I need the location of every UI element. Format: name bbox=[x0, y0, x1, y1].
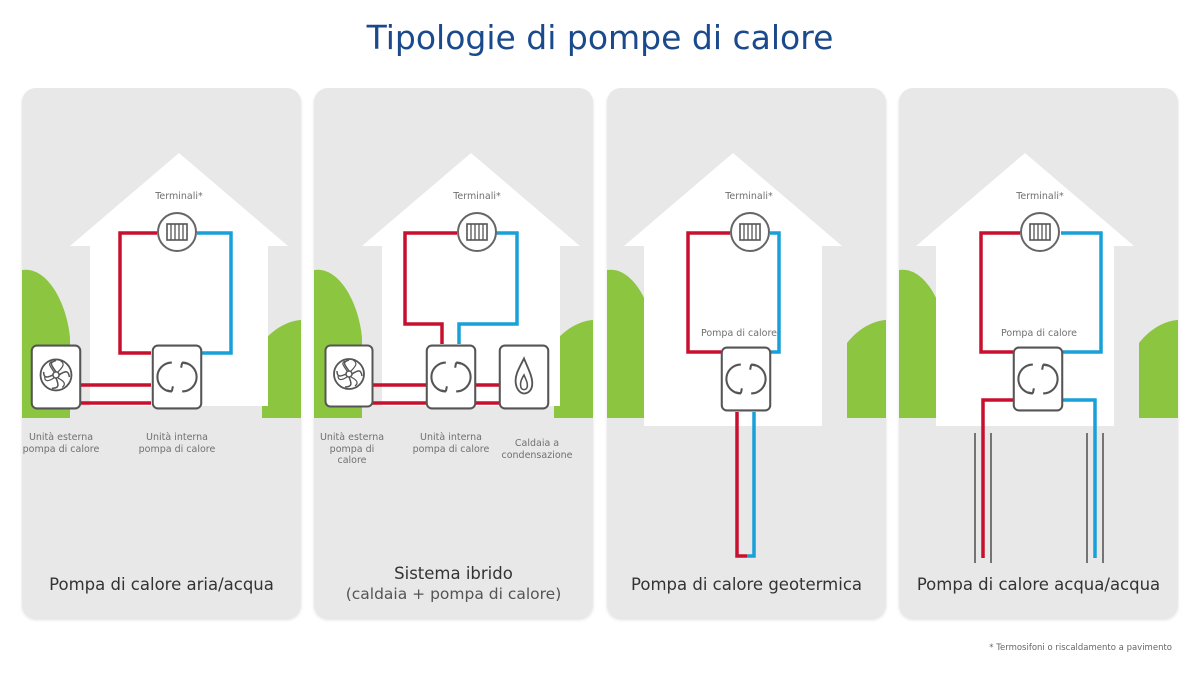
radiator-icon bbox=[457, 212, 497, 252]
heat-pump-icon bbox=[425, 344, 477, 410]
cold-pipe-loop bbox=[457, 231, 519, 344]
heat-pump-icon bbox=[1012, 346, 1064, 412]
hot-pipe-loop bbox=[118, 231, 157, 355]
panel-water-water: Terminali* Pompa di calore Pompa di calo… bbox=[899, 88, 1178, 618]
hot-pipe-loop bbox=[979, 231, 1020, 354]
fan-unit-icon bbox=[30, 344, 82, 410]
fan-unit-icon bbox=[324, 344, 374, 408]
house-outline bbox=[362, 153, 580, 406]
page-title: Tipologie di pompe di calore bbox=[366, 18, 834, 57]
hill-right bbox=[847, 320, 886, 418]
indoor-unit-label: Unità interna pompa di calore bbox=[412, 432, 490, 455]
hill-right bbox=[262, 320, 301, 418]
panel-air-water: Terminali* Unità esterna pompa di calore… bbox=[22, 88, 301, 618]
outdoor-unit-label: Unità esterna pompa di calore bbox=[22, 432, 100, 455]
ground-loop-cold bbox=[747, 412, 756, 558]
radiator-icon bbox=[157, 212, 197, 252]
cold-pipe-loop bbox=[770, 231, 781, 354]
house-outline bbox=[70, 153, 288, 406]
hill-right bbox=[1139, 320, 1178, 418]
panel-geothermal: Terminali* Pompa di calore Pompa di calo… bbox=[607, 88, 886, 618]
cold-pipe-loop bbox=[197, 231, 233, 355]
house-outline bbox=[624, 153, 842, 426]
well-pipe-cold bbox=[1063, 398, 1097, 558]
outdoor-unit-label: Unità esterna pompa di calore bbox=[319, 432, 385, 466]
caption-title: Sistema ibrido bbox=[394, 564, 513, 583]
caption: Pompa di calore geotermica bbox=[630, 575, 863, 594]
radiator-icon bbox=[730, 212, 770, 252]
caption: Pompa di calore acqua/acqua bbox=[916, 575, 1161, 594]
heat-pump-icon bbox=[720, 346, 772, 412]
panel-hybrid: Terminali* Unità esterna pompa di calore… bbox=[314, 88, 593, 618]
hill-left bbox=[899, 269, 947, 418]
caption: Pompa di calore aria/acqua bbox=[49, 575, 274, 594]
house-outline bbox=[916, 153, 1134, 426]
hill-right bbox=[554, 320, 593, 418]
footnote: * Termosifoni o riscaldamento a paviment… bbox=[989, 643, 1172, 653]
radiator-icon bbox=[1020, 212, 1060, 252]
terminal-label: Terminali* bbox=[725, 191, 773, 202]
cold-pipe-loop bbox=[1061, 231, 1103, 354]
heat-pump-label: Pompa di calore bbox=[700, 328, 778, 339]
hot-pipe-loop bbox=[686, 231, 730, 354]
terminal-label: Terminali* bbox=[1016, 191, 1064, 202]
well-pipe-hot bbox=[981, 398, 1013, 558]
heat-pump-label: Pompa di calore bbox=[1000, 328, 1078, 339]
terminal-label: Terminali* bbox=[453, 191, 501, 202]
indoor-unit-label: Unità interna pompa di calore bbox=[138, 432, 216, 455]
heat-pump-icon bbox=[151, 344, 203, 410]
caption-subtitle: (caldaia + pompa di calore) bbox=[345, 585, 562, 603]
boiler-label: Caldaia a condensazione bbox=[501, 438, 573, 461]
caption: Sistema ibrido (caldaia + pompa di calor… bbox=[314, 563, 593, 605]
ground-loop-hot bbox=[735, 412, 747, 558]
flame-icon bbox=[498, 344, 550, 410]
hot-pipe-loop bbox=[403, 231, 457, 344]
terminal-label: Terminali* bbox=[155, 191, 203, 202]
hill-left bbox=[607, 269, 655, 418]
